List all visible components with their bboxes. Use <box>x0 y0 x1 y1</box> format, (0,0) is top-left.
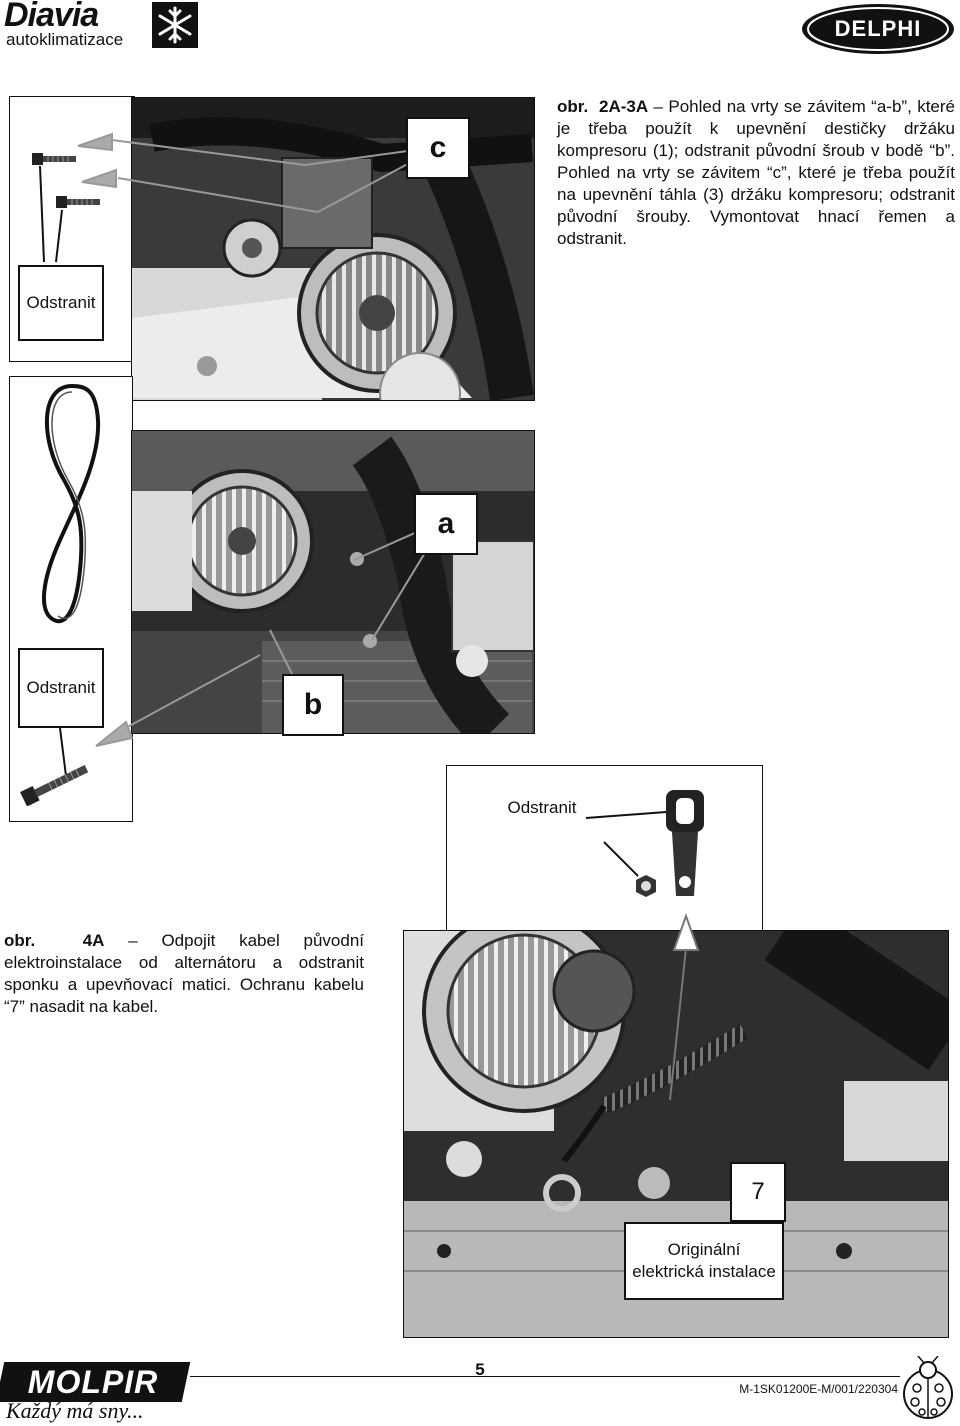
ladybug-icon <box>900 1355 956 1420</box>
caption-4a-number: 4A <box>82 931 105 950</box>
remove-label-2a: Odstranit <box>18 265 104 341</box>
brand-name: Diavia <box>4 0 99 34</box>
brand-subtitle: autoklimatizace <box>6 30 124 49</box>
callout-7: 7 <box>730 1162 786 1222</box>
footer: MOLPIR Každý má sny... 5 M-1SK01200E-M/0… <box>0 1355 960 1426</box>
figure-3a-frame <box>9 376 133 822</box>
caption-4a-ref: obr. <box>4 931 36 950</box>
caption-2a-number: 2A-3A <box>598 97 649 116</box>
header: Diavia autoklimatizace DELPHI <box>0 0 960 60</box>
figure-4a-arrow <box>669 912 700 1101</box>
remove-label-4a: Odstranit <box>507 798 577 817</box>
caption-4a: obr. 4A – Odpojit kabel původní elektroi… <box>4 931 364 1016</box>
bolt-icon <box>32 150 76 168</box>
page-number: 5 <box>475 1360 485 1379</box>
caption-2a-ref: obr. <box>557 97 589 116</box>
figure-2a-photo <box>131 97 535 401</box>
caption-4a-text: Odpojit kabel původní elektroinstalace o… <box>4 931 364 1016</box>
original-wiring-label: Originální elektrická instalace <box>624 1222 784 1300</box>
cable-clip-icon <box>660 786 710 906</box>
delphi-text: DELPHI <box>834 16 922 41</box>
remove-label-3a: Odstranit <box>18 648 104 728</box>
callout-c: c <box>406 117 470 179</box>
figure-2a-leader-lines <box>39 132 431 263</box>
molpir-logo: MOLPIR <box>0 1362 191 1402</box>
callout-a: a <box>414 493 478 555</box>
bolt-icon <box>20 762 90 807</box>
figure-4a-parts-lines <box>585 811 667 877</box>
slogan: Každý má sny... <box>6 1398 144 1423</box>
snowflake-icon <box>152 2 198 48</box>
delphi-logo: DELPHI <box>800 2 956 56</box>
doc-code: M-1SK01200E-M/001/220304 <box>739 1382 898 1396</box>
caption-2a-text: Pohled na vrty se závitem “a-b”, které j… <box>557 97 955 248</box>
caption-2a: obr. 2A-3A – Pohled na vrty se závitem “… <box>557 97 955 248</box>
bolt-icon <box>56 193 100 211</box>
drive-belt-icon <box>40 380 104 632</box>
molpir-text: MOLPIR <box>27 1364 159 1400</box>
footer-rule <box>190 1376 900 1377</box>
diavia-logo: Diavia autoklimatizace <box>4 0 199 52</box>
nut-icon <box>634 874 658 898</box>
callout-b: b <box>282 674 344 736</box>
